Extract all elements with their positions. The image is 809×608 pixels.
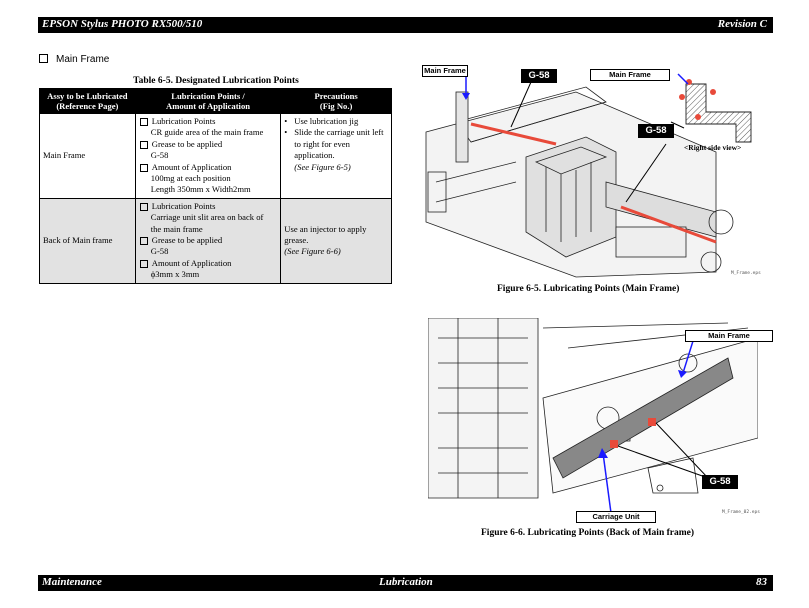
section-heading: Main Frame [39,54,109,65]
file-name: M_Frame_02.eps [722,510,760,515]
page-footer: Maintenance Lubrication 83 [38,575,773,591]
label-carriage-unit: Carriage Unit [576,511,656,523]
checkbox-icon [139,140,148,149]
tag-g58: G-58 [702,475,738,489]
figure-caption: Figure 6-5. Lubricating Points (Main Fra… [497,284,680,294]
side-view-label: <Right side view> [684,143,742,152]
checkbox-icon [139,259,148,268]
checkbox-icon [139,118,148,126]
header-title: EPSON Stylus PHOTO RX500/510 [42,18,203,30]
table-header-row: Assy to be Lubricated(Reference Page) Lu… [39,88,392,114]
cell-assy: Main Frame [39,113,136,199]
cell-points: Lubrication Points CR guide area of the … [134,113,282,199]
figure-caption: Figure 6-6. Lubricating Points (Back of … [481,528,695,538]
label-main-frame: Main Frame [685,330,773,342]
cell-assy: Back of Main frame [39,197,136,284]
header-revision: Revision C [717,18,767,30]
cell-points: Lubrication Points Carriage unit slit ar… [134,197,282,284]
checkbox-icon [139,237,148,246]
page-header: EPSON Stylus PHOTO RX500/510 Revision C [38,17,773,33]
footer-chapter: Maintenance [42,576,102,588]
column-header-points: Lubrication Points /Amount of Applicatio… [134,88,282,114]
grease-line [470,122,557,146]
cell-precautions: •Use lubrication jig •Slide the carriage… [280,113,392,199]
file-name: M_Frame.eps [731,271,761,276]
main-frame-illustration [425,73,752,278]
label-main-frame: Main Frame [422,65,468,77]
column-header-precautions: Precautions(Fig No.) [280,88,392,114]
checkbox-icon [39,54,48,63]
checkbox-icon [139,163,148,172]
cell-precautions: Use an injector to apply grease. (See Fi… [280,197,392,284]
grease-line [620,205,717,244]
checkbox-icon [139,202,148,211]
figure-reference: (See Figure 6-5) [294,161,351,172]
section-title: Main Frame [56,54,110,65]
page-number: 83 [756,576,767,588]
label-main-frame-side: Main Frame [590,69,670,81]
figure-reference: (See Figure 6-6) [284,246,341,257]
column-header-assy: Assy to be Lubricated(Reference Page) [39,88,136,114]
footer-section: Lubrication [379,576,433,588]
lubrication-table: Assy to be Lubricated(Reference Page) Lu… [39,88,392,284]
tag-g58-side: G-58 [638,124,674,138]
tag-g58: G-58 [521,69,557,83]
table-row: Main Frame Lubrication Points CR guide a… [39,113,392,199]
table-caption: Table 6-5. Designated Lubrication Points [133,76,299,86]
back-of-main-frame-illustration [428,318,768,518]
table-row: Back of Main frame Lubrication Points Ca… [39,197,392,284]
